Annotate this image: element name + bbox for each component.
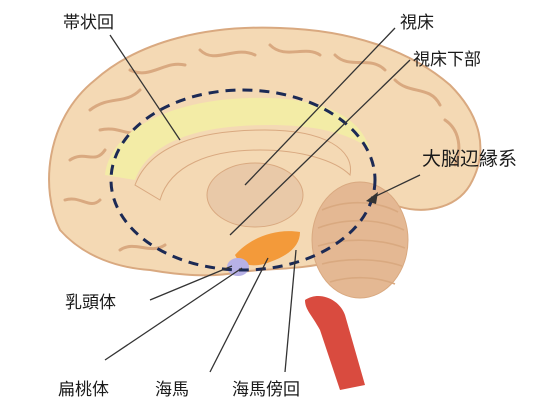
- label-mammillary-body: 乳頭体: [65, 293, 116, 313]
- leader-lines: [104, 27, 421, 373]
- label-hypothalamus: 視床下部: [413, 50, 481, 70]
- hippocampus-region: [235, 231, 300, 266]
- label-parahippocampal-gyrus: 海馬傍回: [232, 380, 300, 400]
- cingulate-gyrus-region: [105, 97, 370, 180]
- leader-limbic: [371, 174, 421, 199]
- label-limbic-system: 大脳辺縁系: [422, 148, 517, 170]
- mammillary-body-region: [227, 258, 249, 276]
- limbic-system-outline: [109, 88, 377, 272]
- leader-thalamus: [244, 27, 396, 186]
- label-thalamus: 視床: [400, 13, 434, 33]
- brainstem: [305, 295, 365, 390]
- leader-hypothalamus: [229, 59, 411, 236]
- leader-amygdala: [104, 267, 243, 361]
- leader-mammillary: [149, 265, 233, 301]
- corpus-callosum: [134, 129, 352, 201]
- limbic-arrowhead: [366, 192, 378, 204]
- leader-hippocampus: [209, 257, 269, 373]
- label-amygdala: 扁桃体: [58, 380, 109, 400]
- leader-parahippocampal: [284, 249, 297, 373]
- label-hippocampus: 海馬: [155, 380, 189, 400]
- label-cingulate-gyrus: 帯状回: [63, 13, 114, 33]
- leader-cingulate: [109, 34, 181, 141]
- thalamus-region: [206, 162, 304, 228]
